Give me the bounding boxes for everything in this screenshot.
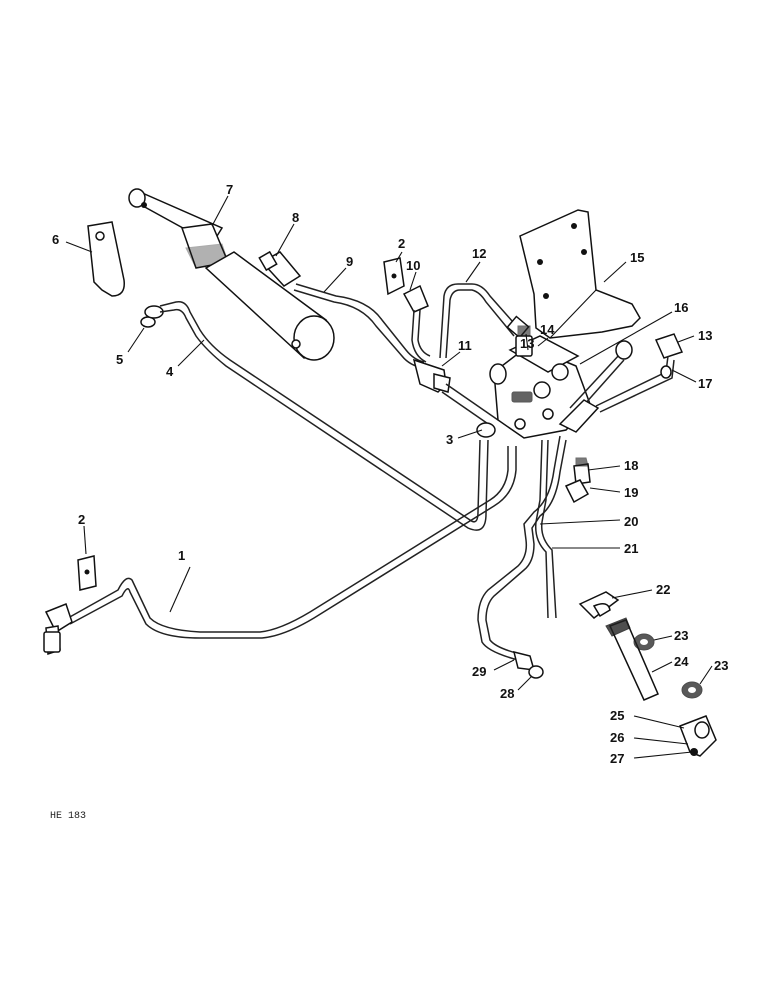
fitting-18 xyxy=(573,457,591,485)
fitting-19 xyxy=(564,479,590,504)
callout-28: 28 xyxy=(500,686,514,701)
callout-7: 7 xyxy=(226,182,233,197)
control-valve-16 xyxy=(489,325,633,439)
bracket-6 xyxy=(87,221,125,297)
callout-9: 9 xyxy=(346,254,353,269)
callout-13-right: 13 xyxy=(698,328,712,343)
callout-20: 20 xyxy=(624,514,638,529)
tube-4 xyxy=(144,300,489,531)
callout-22: 22 xyxy=(656,582,670,597)
callout-12: 12 xyxy=(472,246,486,261)
tube-1 xyxy=(43,446,517,656)
clamp-22 xyxy=(578,591,620,619)
fitting-11 xyxy=(412,358,499,429)
clip-2-bottom xyxy=(77,555,97,591)
callout-2-bottom: 2 xyxy=(78,512,85,527)
callout-8: 8 xyxy=(292,210,299,225)
figure-code: HE 183 xyxy=(50,811,86,822)
clamp-23-bottom xyxy=(681,681,703,699)
clamp-23-top xyxy=(633,633,655,651)
callout-labels: 1 2 2 3 4 5 6 7 8 9 10 11 12 13 13 14 15… xyxy=(52,182,728,766)
callout-23-top: 23 xyxy=(674,628,688,643)
callout-6: 6 xyxy=(52,232,59,247)
clip-2-top xyxy=(383,257,405,296)
hose-24 xyxy=(605,617,659,701)
tube-10 xyxy=(402,284,431,363)
bracket-15 xyxy=(519,209,641,339)
callout-21: 21 xyxy=(624,541,638,556)
callout-5: 5 xyxy=(116,352,123,367)
callout-27: 27 xyxy=(610,751,624,766)
callout-14: 14 xyxy=(540,322,555,337)
callout-29: 29 xyxy=(472,664,486,679)
hydraulic-cylinder xyxy=(128,188,335,361)
tube-21 xyxy=(534,439,557,619)
callout-23-right: 23 xyxy=(714,658,728,673)
callout-24: 24 xyxy=(674,654,689,669)
callout-25: 25 xyxy=(610,708,624,723)
callout-13-left: 13 xyxy=(520,336,534,351)
tube-20 xyxy=(477,435,567,661)
callout-19: 19 xyxy=(624,485,638,500)
elbow-3 xyxy=(476,422,496,438)
callout-15: 15 xyxy=(630,250,644,265)
callout-18: 18 xyxy=(624,458,638,473)
callout-2-top: 2 xyxy=(398,236,405,251)
o-ring-28 xyxy=(528,665,544,679)
tube-17 xyxy=(595,333,684,413)
callout-3: 3 xyxy=(446,432,453,447)
callout-11: 11 xyxy=(458,338,472,353)
callout-26: 26 xyxy=(610,730,624,745)
callout-1: 1 xyxy=(178,548,185,563)
leader-lines xyxy=(65,195,713,759)
elbow-fitting-25 xyxy=(679,715,717,757)
callout-10: 10 xyxy=(406,258,420,273)
callout-4: 4 xyxy=(166,364,174,379)
callout-16: 16 xyxy=(674,300,688,315)
callout-17: 17 xyxy=(698,376,712,391)
